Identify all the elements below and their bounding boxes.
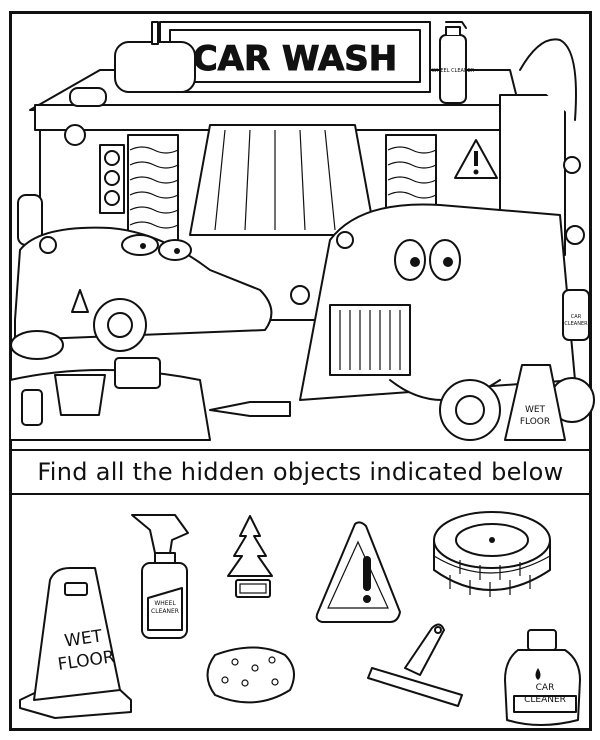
scene-cone-label-2: FLOOR (520, 417, 550, 427)
scene-bottle-label-2: CLEANER (564, 321, 588, 327)
page-border (9, 11, 592, 731)
car-wash-scene: CAR WASH WHEEL CLEANER (9, 21, 595, 441)
instruction-text: Find all the hidden objects indicated be… (37, 458, 564, 486)
instruction-banner: Find all the hidden objects indicated be… (9, 449, 592, 495)
ground-items: WET FLOOR (9, 124, 585, 441)
scene-bottle-label-1: CAR (571, 314, 582, 320)
old-car (14, 226, 273, 352)
roof-bottle-label: WHEEL CLEANER (432, 68, 475, 74)
truck: CAR CLEANER (299, 203, 595, 441)
car-wash-sign-text: CAR WASH (193, 39, 398, 79)
scene-cone-label-1: WET (525, 405, 546, 415)
